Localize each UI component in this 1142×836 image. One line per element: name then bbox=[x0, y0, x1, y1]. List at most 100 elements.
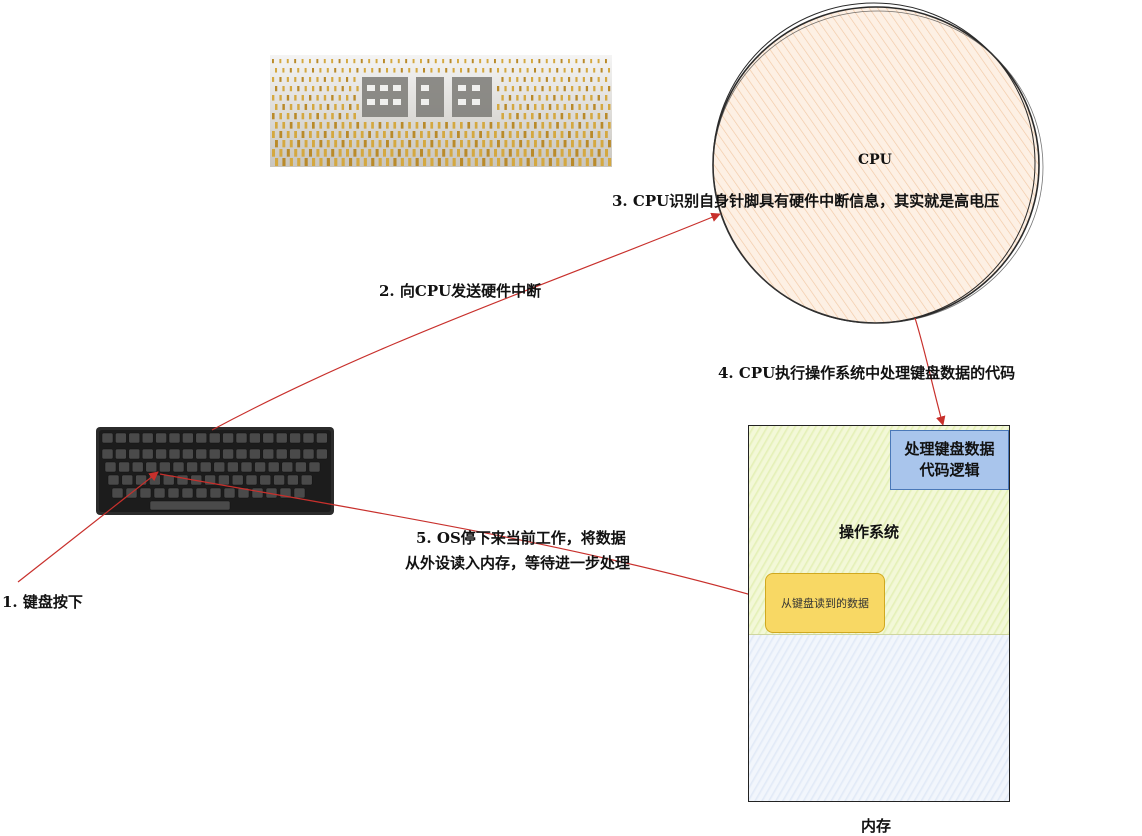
cpu-pin bbox=[474, 122, 478, 129]
cpu-pin bbox=[368, 59, 371, 64]
step4-label: 4. CPU执行操作系统中处理键盘数据的代码 bbox=[718, 364, 1016, 382]
cpu-pin bbox=[578, 158, 582, 167]
keyboard-key bbox=[168, 448, 181, 460]
cpu-circle[interactable] bbox=[712, 2, 1044, 324]
cpu-pin bbox=[571, 68, 574, 73]
cpu-pin bbox=[356, 140, 360, 148]
cpu-pin bbox=[405, 149, 409, 157]
cpu-pin bbox=[538, 149, 542, 157]
cpu-pin bbox=[548, 86, 552, 92]
cpu-pin bbox=[294, 149, 298, 157]
cpu-pin bbox=[412, 149, 416, 157]
cpu-pin bbox=[494, 131, 497, 138]
cpu-pin bbox=[497, 122, 500, 129]
cpu-pin bbox=[386, 158, 390, 167]
cpu-pin bbox=[556, 158, 560, 167]
memory-block[interactable]: 操作系统 处理键盘数据 代码逻辑 从键盘读到的数据 bbox=[748, 425, 1010, 802]
cpu-pin bbox=[326, 158, 330, 167]
keyboard-key bbox=[262, 448, 275, 460]
cpu-pin bbox=[445, 140, 449, 148]
cpu-pin bbox=[316, 77, 319, 82]
cpu-pin bbox=[282, 122, 286, 129]
cpu-pin bbox=[415, 140, 419, 148]
cpu-pin bbox=[460, 140, 463, 148]
cpu-pin bbox=[578, 122, 582, 129]
cpu-pin bbox=[289, 122, 293, 129]
cpu-pin bbox=[464, 149, 468, 157]
cpu-pin bbox=[531, 59, 533, 64]
cpu-pin bbox=[526, 104, 530, 110]
cpu-pin bbox=[523, 77, 526, 82]
cpu-pin bbox=[386, 68, 389, 73]
keyboard-key bbox=[182, 432, 194, 444]
cpu-pin bbox=[508, 77, 511, 82]
cpu-pin bbox=[353, 59, 356, 64]
cpu-pin bbox=[360, 149, 364, 157]
cpu-pin bbox=[531, 149, 535, 157]
cpu-pin bbox=[294, 131, 297, 138]
cpu-pin bbox=[593, 122, 596, 129]
cpu-pin bbox=[445, 158, 449, 167]
cpu-pin bbox=[605, 95, 608, 101]
arrow-step2 bbox=[211, 212, 721, 431]
keyboard-key bbox=[223, 487, 236, 499]
keyboard-key bbox=[213, 461, 226, 473]
cpu-pin bbox=[434, 59, 437, 64]
keyboard-key bbox=[289, 432, 301, 444]
cpu-pin bbox=[427, 149, 431, 157]
cpu-pin bbox=[393, 158, 397, 167]
keyboard-key bbox=[111, 487, 124, 499]
cpu-pin bbox=[597, 149, 601, 157]
cpu-pin bbox=[479, 59, 482, 64]
cpu-pin bbox=[467, 122, 471, 129]
keyboard-key bbox=[181, 487, 194, 499]
cpu-pin bbox=[286, 77, 289, 82]
cpu-pin bbox=[452, 68, 455, 73]
cpu-pin bbox=[508, 131, 512, 138]
keyboard-key bbox=[273, 474, 285, 486]
cpu-pin bbox=[415, 68, 418, 73]
cpu-pin bbox=[408, 68, 411, 73]
cpu-pin bbox=[504, 104, 507, 110]
cpu-pin bbox=[309, 59, 311, 64]
cpu-pin bbox=[334, 86, 337, 92]
cpu-pin bbox=[309, 77, 312, 82]
cpu-pin bbox=[534, 68, 537, 73]
keyboard-data-box[interactable]: 从键盘读到的数据 bbox=[765, 573, 885, 633]
cpu-pin bbox=[501, 131, 505, 138]
cpu-pin bbox=[452, 140, 456, 148]
cpu-pin bbox=[563, 68, 566, 73]
cpu-pin bbox=[420, 59, 422, 64]
cpu-pin bbox=[412, 59, 415, 64]
cpu-pin bbox=[445, 122, 448, 129]
keyboard-key bbox=[218, 474, 230, 486]
cpu-pin bbox=[590, 95, 593, 101]
keyboard-key bbox=[300, 474, 313, 486]
cpu-pin bbox=[563, 122, 567, 129]
cpu-pin bbox=[516, 131, 519, 138]
cpu-pin bbox=[430, 68, 433, 73]
cpu-pin bbox=[479, 149, 483, 157]
keyboard-key bbox=[167, 487, 180, 499]
keyboard-code-box[interactable]: 处理键盘数据 代码逻辑 bbox=[890, 430, 1009, 490]
cpu-pin bbox=[519, 68, 522, 73]
cpu-pin bbox=[575, 131, 579, 138]
cpu-pin bbox=[286, 131, 290, 138]
cpu-pin bbox=[571, 86, 574, 92]
cpu-pin bbox=[338, 131, 342, 138]
cpu-pin bbox=[597, 59, 600, 64]
cpu-pin bbox=[538, 77, 541, 82]
cpu-pin bbox=[360, 131, 364, 138]
cpu-pin bbox=[312, 122, 315, 129]
cpu-pin bbox=[334, 122, 337, 129]
cpu-pin bbox=[272, 59, 274, 64]
keyboard-key bbox=[308, 461, 321, 473]
cpu-pin bbox=[582, 95, 586, 101]
cpu-pin bbox=[275, 68, 278, 73]
cpu-pin bbox=[304, 158, 308, 167]
cpu-pin bbox=[560, 95, 563, 101]
cpu-pin bbox=[326, 86, 330, 92]
cpu-pin bbox=[467, 158, 471, 167]
cpu-pin bbox=[338, 95, 341, 101]
os-region[interactable]: 操作系统 处理键盘数据 代码逻辑 从键盘读到的数据 bbox=[749, 426, 1009, 635]
